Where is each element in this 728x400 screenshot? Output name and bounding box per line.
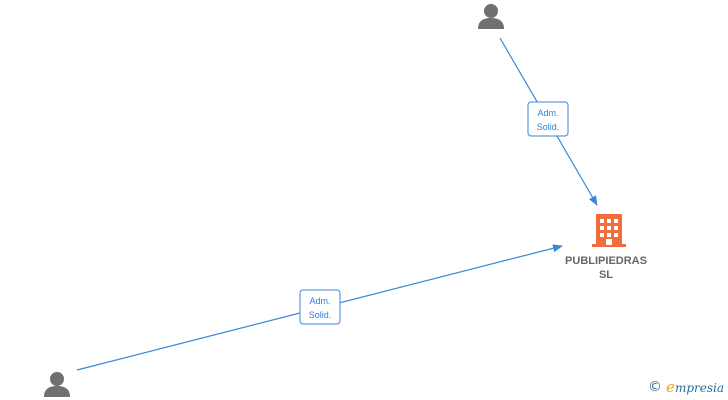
person-icon bbox=[44, 372, 70, 397]
building-icon bbox=[592, 214, 626, 247]
edge-label-top[interactable]: Adm. Solid. bbox=[527, 101, 569, 137]
company-name-line2: SL bbox=[598, 269, 614, 281]
edge-label-bottom-line2: Solid. bbox=[309, 310, 332, 320]
edge-label-bottom-line1: Adm. bbox=[309, 296, 330, 306]
edge-label-bottom[interactable]: Adm. Solid. bbox=[299, 289, 341, 325]
brand-logo: empresia bbox=[666, 378, 724, 396]
edge-label-top-line1: Adm. bbox=[537, 108, 558, 118]
person-node-bottom[interactable] bbox=[44, 372, 70, 397]
company-name[interactable]: PUBLIPIEDRAS SL bbox=[548, 254, 664, 282]
person-node-top[interactable] bbox=[478, 4, 504, 29]
empresia-watermark: © empresia bbox=[648, 378, 724, 396]
company-node[interactable] bbox=[592, 214, 626, 247]
edge-label-top-line2: Solid. bbox=[537, 122, 560, 132]
copyright-icon: © bbox=[648, 379, 663, 395]
person-icon bbox=[478, 4, 504, 29]
company-name-line1: PUBLIPIEDRAS bbox=[565, 255, 647, 267]
